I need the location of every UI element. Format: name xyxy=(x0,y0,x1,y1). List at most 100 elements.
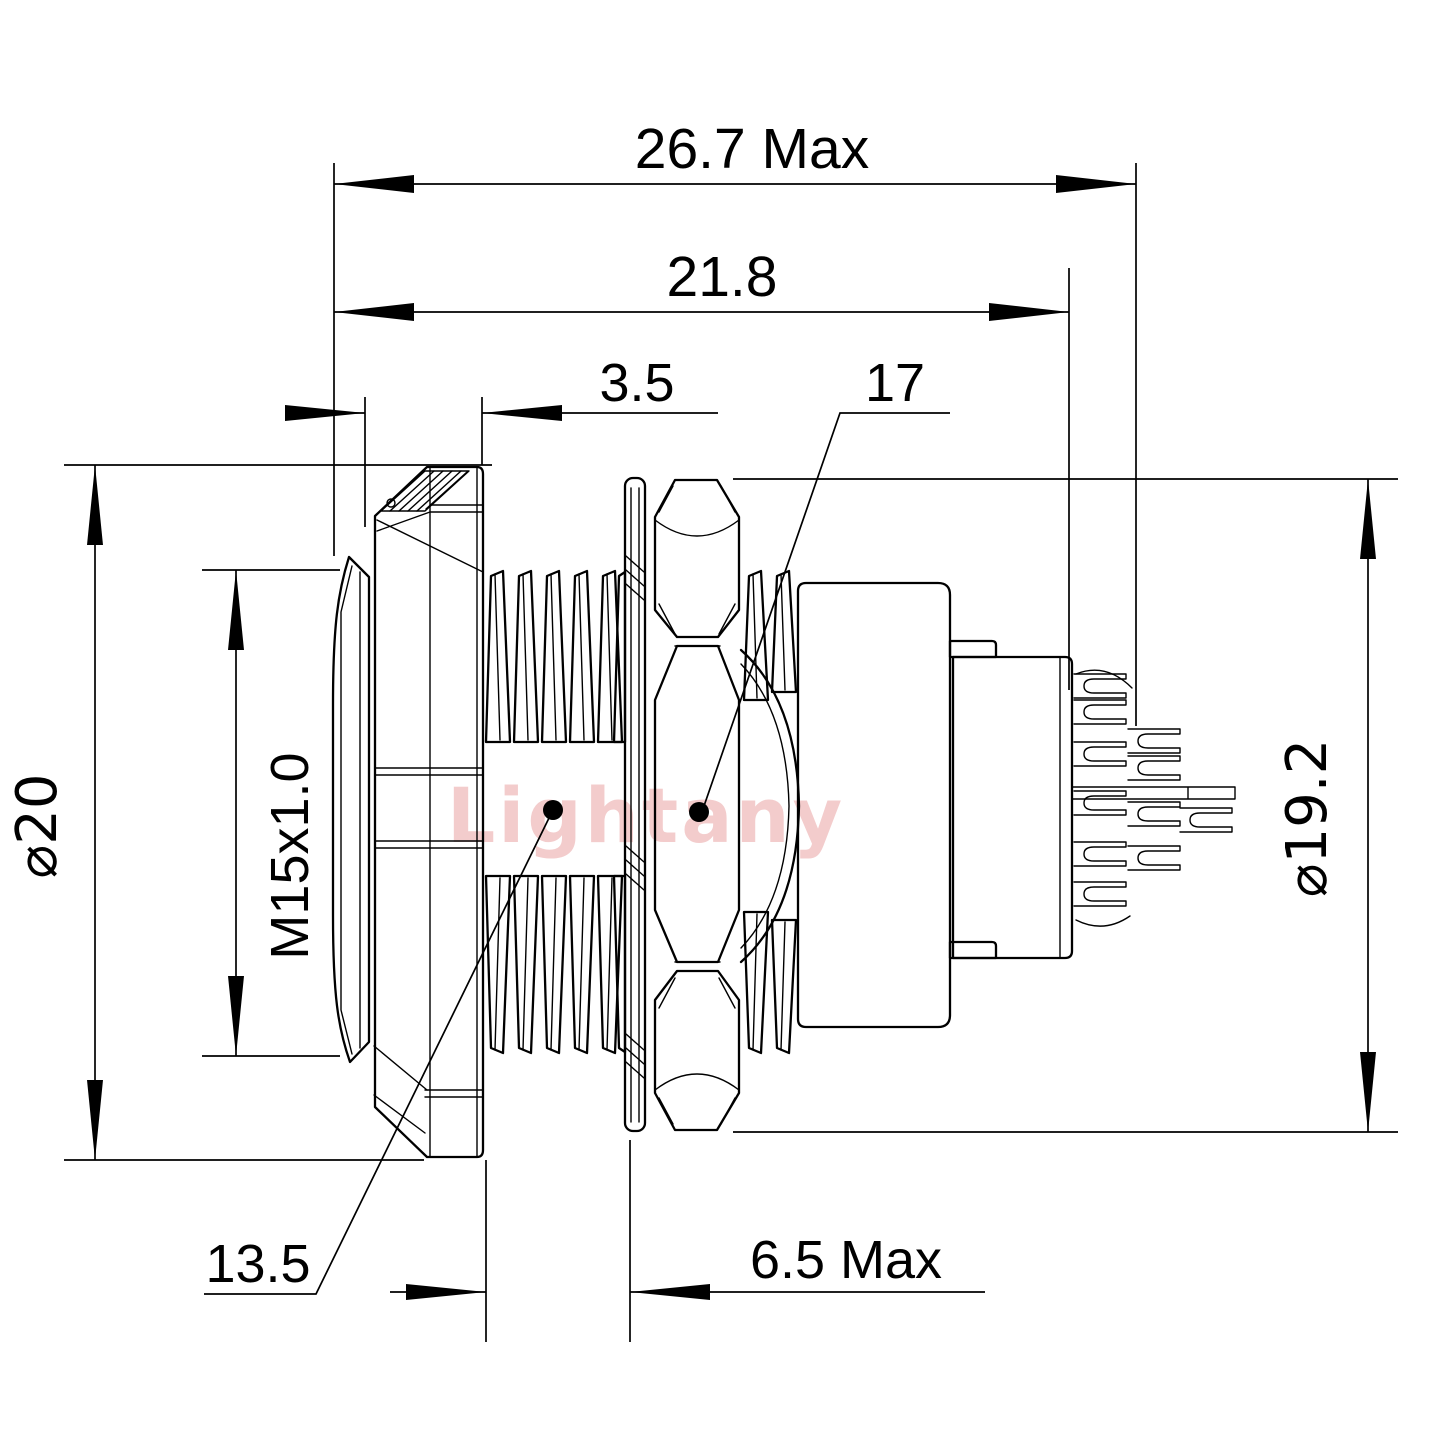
dim-thread-spec: M15x1.0 xyxy=(202,569,340,1057)
nut-waist-band xyxy=(674,961,721,972)
dim-thread-length-label: 13.5 xyxy=(205,1234,310,1294)
arrowhead-up xyxy=(1360,479,1376,559)
center-pin xyxy=(1071,786,1236,800)
leader-line xyxy=(703,412,950,807)
solder-cup-contact xyxy=(1073,881,1127,907)
thread-tooth-line xyxy=(578,573,585,741)
extension-line xyxy=(364,397,483,527)
solder-cup-contact xyxy=(1127,845,1181,871)
arrowhead-down xyxy=(228,976,244,1056)
dim-nut-diameter: ⌀19.2 xyxy=(733,478,1398,1133)
arrowhead-left xyxy=(406,1284,486,1300)
washer-serration xyxy=(625,555,645,601)
contact-tail-bottom xyxy=(1075,915,1131,927)
dim-front-diameter: ⌀20 xyxy=(5,464,492,1161)
leader-dot xyxy=(689,802,709,822)
thread-tooth-line xyxy=(606,573,613,741)
arrowhead-down xyxy=(87,1080,103,1160)
dim-mounting-length-label: 21.8 xyxy=(667,245,778,309)
connector-part xyxy=(331,465,1236,1159)
dim-front-diameter-label: ⌀20 xyxy=(5,774,70,879)
arrowhead-up xyxy=(228,570,244,650)
flange-mid-groove xyxy=(374,767,484,849)
dim-nut-diameter-label: ⌀19.2 xyxy=(1275,739,1340,897)
dimensions: 26.7 Max 21.8 3.5 17 13.5 xyxy=(5,117,1398,1342)
extension-line xyxy=(202,569,340,1057)
thread-tooth-line xyxy=(578,877,585,1051)
flange-top-band xyxy=(429,504,484,513)
arrowhead-left xyxy=(285,405,365,421)
extension-line xyxy=(333,163,1137,726)
dim-overall-length: 26.7 Max xyxy=(333,117,1137,726)
rear-shaft-lens-inner xyxy=(740,663,790,949)
mounting-flange xyxy=(373,465,485,1159)
solder-cup-contact xyxy=(1127,755,1181,781)
thread-tooth-line xyxy=(780,573,786,691)
solder-contacts xyxy=(1071,669,1236,927)
solder-cup-contact xyxy=(1073,699,1127,725)
solder-cup-contact xyxy=(1127,801,1181,827)
thread-tooth-line xyxy=(494,573,501,741)
thread-tooth xyxy=(742,569,770,702)
washer-serration xyxy=(625,845,645,891)
thread-tooth xyxy=(512,569,540,744)
thread-tooth xyxy=(512,874,540,1055)
arrowhead-right xyxy=(630,1284,710,1300)
thread-tooth xyxy=(568,569,596,744)
bezel-rim-inner-line xyxy=(340,565,353,1055)
thread-tooth xyxy=(770,569,798,694)
thread-tooth-line xyxy=(752,913,758,1051)
nut-chamfer-arc xyxy=(654,519,740,1091)
body-key-tab-top xyxy=(948,639,998,659)
thread-tooth-line xyxy=(606,877,613,1051)
thread-tooth-line xyxy=(780,921,786,1051)
knurl-hatching xyxy=(389,470,468,512)
body-outline xyxy=(796,581,952,1029)
solder-cup-contact xyxy=(1073,741,1127,767)
flange-bottom-chamfer xyxy=(373,1045,428,1134)
front-bezel-rim xyxy=(331,555,371,1064)
arrowhead-right xyxy=(1056,175,1136,193)
thread-tooth-line xyxy=(522,877,529,1051)
solder-cup-contact xyxy=(1073,790,1127,816)
extension-line xyxy=(64,464,492,1161)
contact-tail-top xyxy=(1075,669,1133,689)
washer-serration xyxy=(625,1033,645,1079)
arrowhead-left xyxy=(334,303,414,321)
dim-flange-thickness: 3.5 xyxy=(285,353,718,527)
solder-cup-contact xyxy=(1127,728,1181,754)
arrowhead-down xyxy=(1360,1052,1376,1132)
extension-line xyxy=(733,478,1398,1133)
hex-nut xyxy=(653,478,741,1132)
arrowhead-right xyxy=(989,303,1069,321)
bezel-rim-outline xyxy=(331,555,371,1064)
thread-tooth xyxy=(540,874,568,1055)
dim-thread-length: 13.5 xyxy=(204,800,563,1295)
nut-bottom-facet xyxy=(653,969,741,1132)
dim-nut-across-flats: 17 xyxy=(689,353,950,822)
thread-tooth xyxy=(484,569,512,744)
dim-panel-thickness: 6.5 Max xyxy=(390,1140,985,1342)
thread-section-front xyxy=(484,569,627,1055)
thread-tooth xyxy=(540,569,568,744)
insert-outline xyxy=(951,655,1074,960)
dim-mounting-length: 21.8 xyxy=(334,245,1070,690)
arrowhead-up xyxy=(87,465,103,545)
thread-tooth-line xyxy=(550,573,557,741)
thread-tooth xyxy=(770,918,798,1055)
dim-flange-thickness-label: 3.5 xyxy=(599,353,674,413)
nut-waist-band xyxy=(674,636,721,647)
washer-outline xyxy=(623,476,647,1133)
extension-line xyxy=(485,1140,631,1342)
thread-tooth xyxy=(568,874,596,1055)
dim-thread-spec-label: M15x1.0 xyxy=(260,752,320,959)
leader-dot xyxy=(543,800,563,820)
dim-panel-thickness-label: 6.5 Max xyxy=(750,1230,942,1290)
knurl-patch xyxy=(380,470,470,512)
thread-tooth xyxy=(484,874,512,1055)
lock-washer xyxy=(623,476,647,1133)
arrowhead-left xyxy=(334,175,414,193)
body-key-tab-bottom xyxy=(948,940,998,960)
